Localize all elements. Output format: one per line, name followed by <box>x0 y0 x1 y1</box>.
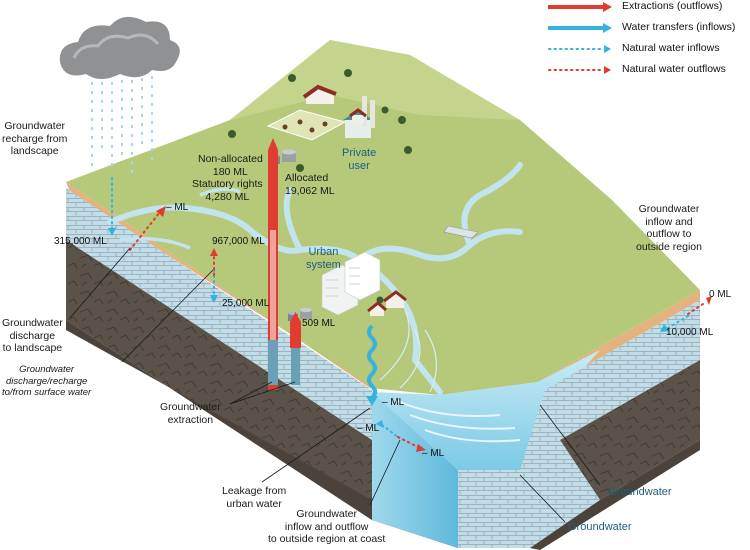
value-leakage: – ML <box>382 397 405 408</box>
coast-flow-in <box>381 424 399 438</box>
label-groundwater-surface: Groundwater discharge/recharge to/from s… <box>2 364 92 398</box>
label-allocated: Allocated 19,062 ML <box>285 172 335 197</box>
land-highlight <box>230 40 520 120</box>
discharge-flow <box>129 211 161 251</box>
label-urban-system: Urban system <box>306 246 341 271</box>
transfer-arrow-icon <box>548 23 612 33</box>
river <box>107 162 523 395</box>
valley-slope <box>458 390 600 548</box>
label-groundwater-bottom: Groundwater <box>568 521 632 533</box>
leader-gw-1 <box>539 404 601 486</box>
value-outside-inflow: 10,000 ML <box>666 327 714 338</box>
leader-extract-2 <box>229 381 296 405</box>
label-statutory-rights: Statutory rights 4,280 ML <box>192 178 263 203</box>
label-coast-flow: Groundwater inflow and outflow to outsid… <box>268 508 386 545</box>
sea-surface <box>372 350 600 470</box>
rain-drops <box>91 76 153 175</box>
value-surface-discharge: 967,000 ML <box>212 236 265 247</box>
label-groundwater-recharge: Groundwater recharge from landscape <box>2 120 68 157</box>
value-coast-inflow: – ML <box>357 423 380 434</box>
outside-inflow <box>667 315 689 329</box>
dotted-outflow-arrow-icon <box>548 66 611 74</box>
label-non-allocated: Non-allocated 180 ML <box>198 153 263 178</box>
bore-1 <box>268 340 278 385</box>
coast-flow-out <box>397 436 421 449</box>
dotted-inflow-arrow-icon <box>548 45 611 53</box>
label-private-user: Private user <box>342 147 377 172</box>
aquifer-layer-right <box>545 300 700 440</box>
label-groundwater-discharge: Groundwater discharge to landscape <box>2 317 63 354</box>
label-outside-region: Groundwater inflow and outflow to outsid… <box>636 203 702 253</box>
leader-surface <box>121 269 214 363</box>
legend-label: Water transfers (inflows) <box>622 21 736 33</box>
leader-extract-1 <box>229 381 273 405</box>
extraction-arrow-icon <box>548 2 612 12</box>
bore-2 <box>291 335 300 385</box>
value-recharge: 315,000 ML <box>54 236 107 247</box>
value-coast-outflow: – ML <box>422 448 445 459</box>
leakage-arrow <box>367 324 377 400</box>
label-leakage: Leakage from urban water <box>222 485 287 510</box>
value-urban-extraction: 509 ML <box>302 318 336 329</box>
rock-layer-left <box>66 240 372 520</box>
legend-label: Extractions (outflows) <box>622 0 723 12</box>
leader-leakage <box>261 407 371 483</box>
value-outside-outflow: 0 ML <box>709 289 732 300</box>
outside-outflow <box>687 301 707 315</box>
legend-label: Natural water outflows <box>622 63 726 75</box>
leader-coast <box>369 439 401 506</box>
rain-cloud <box>59 16 180 79</box>
sea-front-face <box>372 392 458 548</box>
rock-layer-right <box>560 360 700 500</box>
urban-buildings <box>321 251 381 316</box>
value-discharge: – ML <box>166 202 189 213</box>
legend-label: Natural water inflows <box>622 42 720 54</box>
leader-discharge <box>69 247 131 319</box>
leader-gw-2 <box>519 474 566 523</box>
label-groundwater-extraction: Groundwater extraction <box>160 401 221 426</box>
land-surface <box>66 40 700 395</box>
value-surface-recharge: 25,000 ML <box>222 298 270 309</box>
trees <box>228 69 412 304</box>
label-groundwater-right: Groundwater <box>608 486 672 498</box>
dam-wall <box>443 225 479 239</box>
